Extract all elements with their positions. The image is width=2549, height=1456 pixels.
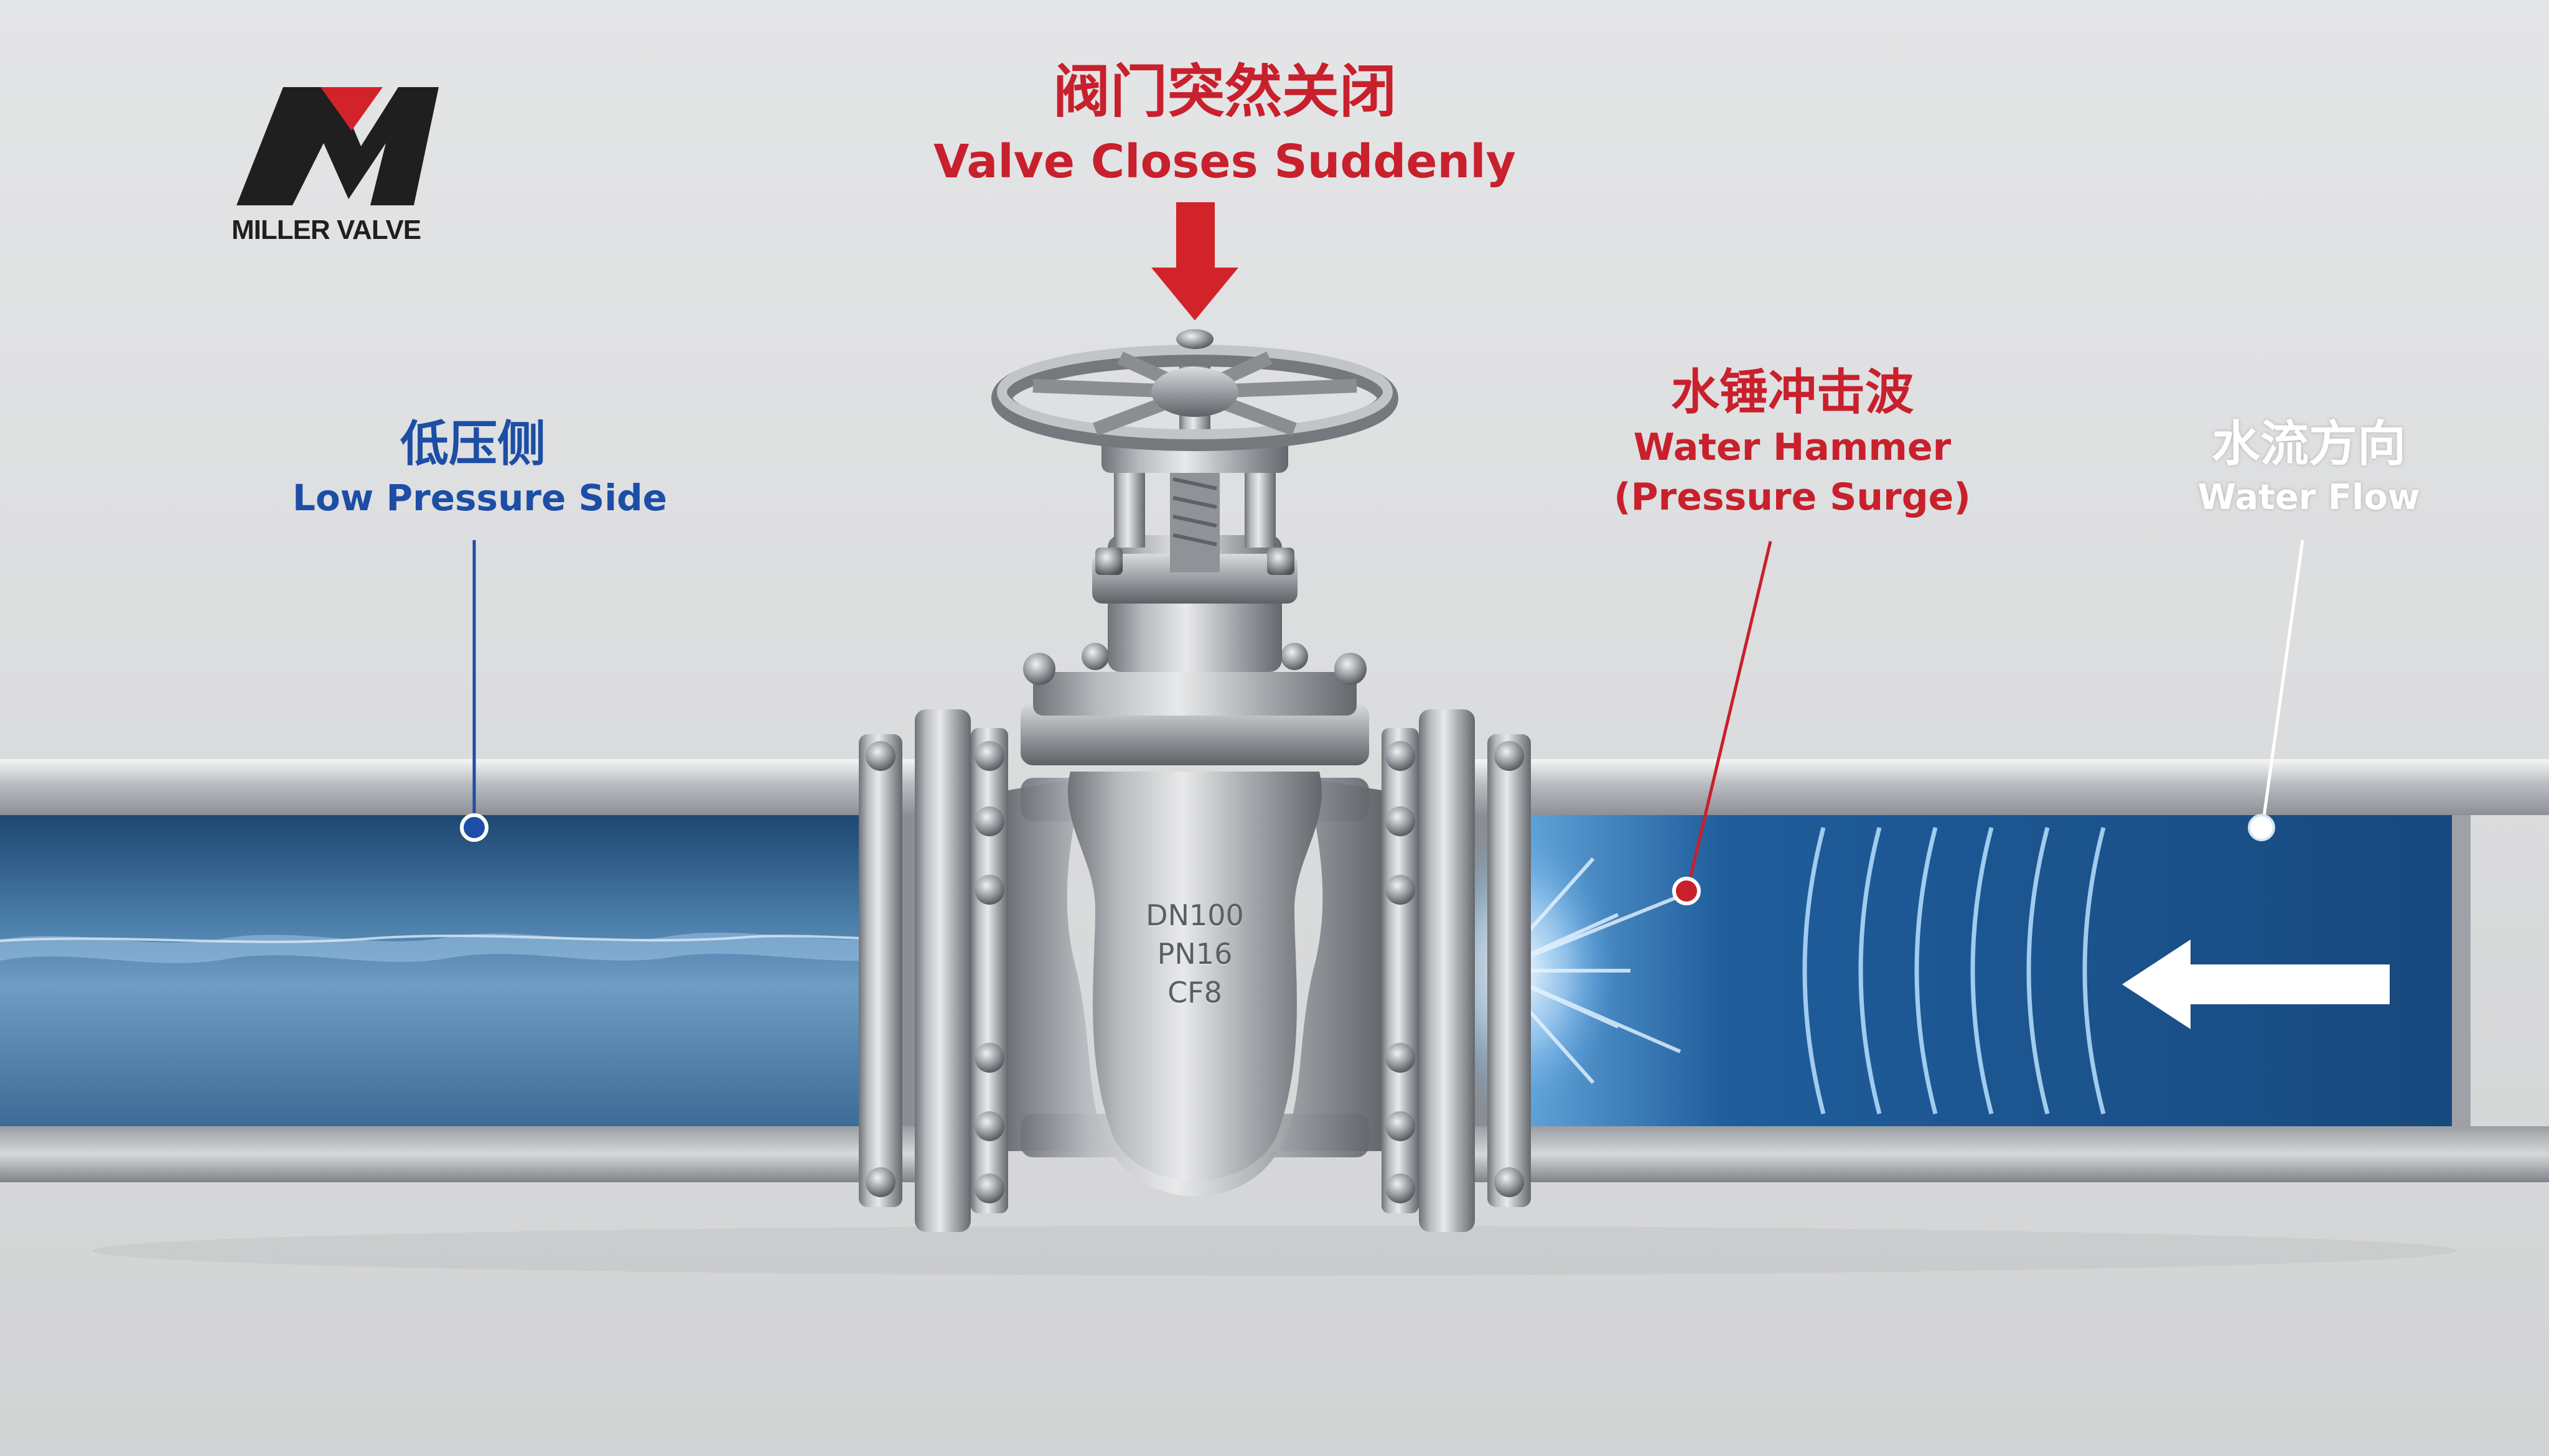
valve-pressure-marking: PN16 [1157, 937, 1233, 971]
low-pressure-side-en: Low Pressure Side [292, 477, 668, 519]
valve-closes-label: 阀门突然关闭 Valve Closes Suddenly [901, 57, 1548, 192]
valve-size-marking: DN100 [1146, 898, 1244, 932]
valve-material-marking: CF8 [1167, 976, 1222, 1009]
valve-body-markings: DN100 PN16 CF8 [1120, 896, 1270, 1012]
gate-valve-body [991, 329, 1398, 1197]
valve-closes-en: Valve Closes Suddenly [933, 135, 1516, 189]
low-pressure-pipe [0, 759, 933, 1182]
low-pressure-leader [460, 540, 489, 842]
water-hammer-zh: 水锤冲击波 [1670, 365, 1914, 421]
water-hammer-en-line1: Water Hammer [1633, 426, 1952, 469]
low-pressure-side-zh: 低压侧 [400, 416, 546, 472]
brand-name: MILLER VALVE [232, 215, 421, 245]
water-flow-en: Water Flow [2197, 477, 2420, 518]
water-hammer-label: 水锤冲击波 Water Hammer (Pressure Surge) [1612, 364, 1973, 522]
water-flow-zh: 水流方向 [2211, 416, 2406, 472]
left-flange [859, 709, 1008, 1232]
valve-close-arrow-icon [1151, 202, 1238, 320]
water-flow-leader [2248, 539, 2304, 841]
flange-bolts [866, 741, 1524, 1203]
water-hammer-leader [1672, 541, 1772, 905]
miller-valve-logo [236, 87, 439, 205]
water-flow-label: 水流方向 Water Flow [2166, 416, 2452, 521]
valve-closes-zh: 阀门突然关闭 [1052, 58, 1396, 125]
right-flange [1382, 709, 1531, 1232]
low-pressure-side-label: 低压侧 Low Pressure Side [292, 416, 668, 521]
water-hammer-en-line2: (Pressure Surge) [1614, 475, 1971, 519]
flow-direction-arrow-icon [2122, 940, 2390, 1029]
